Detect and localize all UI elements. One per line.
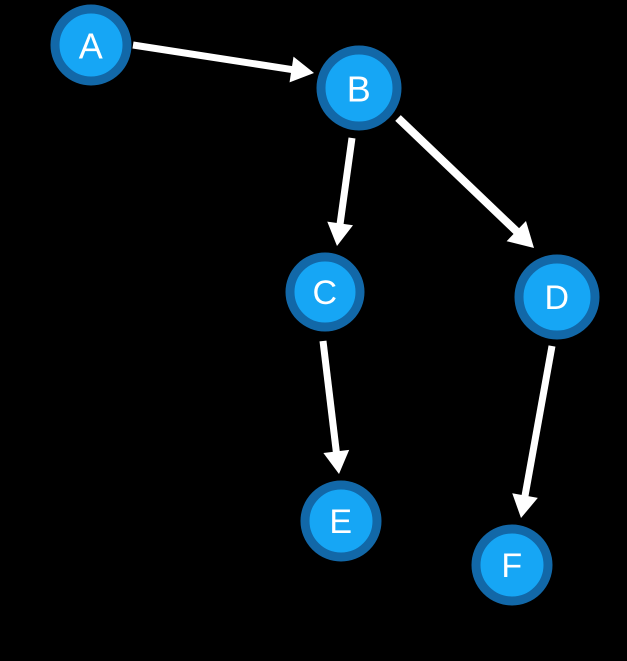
node-circle[interactable] — [316, 45, 402, 131]
node-circle[interactable] — [514, 254, 600, 340]
node-circle[interactable] — [50, 4, 132, 86]
edge-b-to-d — [395, 115, 534, 248]
node-label: C — [312, 274, 337, 312]
graph-node-e[interactable]: E — [300, 480, 382, 562]
node-circle[interactable] — [300, 480, 382, 562]
node-circle[interactable] — [471, 524, 553, 606]
node-circle[interactable] — [285, 252, 365, 332]
edge-arrowhead-icon — [506, 220, 534, 248]
edge-line — [319, 340, 340, 454]
edge-c-to-e — [319, 340, 350, 474]
edge-arrowhead-icon — [327, 221, 354, 246]
graph-node-f[interactable]: F — [471, 524, 553, 606]
node-label: B — [347, 69, 372, 110]
graph-node-d[interactable]: D — [514, 254, 600, 340]
edge-line — [521, 345, 556, 499]
graph-node-c[interactable]: C — [285, 252, 365, 332]
edge-a-to-b — [132, 41, 314, 83]
node-label: A — [79, 26, 104, 67]
edge-d-to-f — [512, 345, 556, 518]
graph-node-b[interactable]: B — [316, 45, 402, 131]
node-label: D — [544, 279, 569, 317]
node-label: F — [501, 547, 522, 585]
edge-line — [336, 137, 356, 226]
edge-arrowhead-icon — [512, 493, 538, 518]
edge-b-to-c — [327, 137, 356, 246]
edge-arrowhead-icon — [323, 449, 350, 474]
edge-arrowhead-icon — [289, 56, 314, 83]
edge-line — [132, 41, 295, 74]
edges-layer — [132, 41, 556, 518]
graph-node-a[interactable]: A — [50, 4, 132, 86]
nodes-layer: A B C D E F — [50, 4, 600, 606]
edge-line — [395, 115, 521, 236]
node-label: E — [329, 503, 352, 541]
